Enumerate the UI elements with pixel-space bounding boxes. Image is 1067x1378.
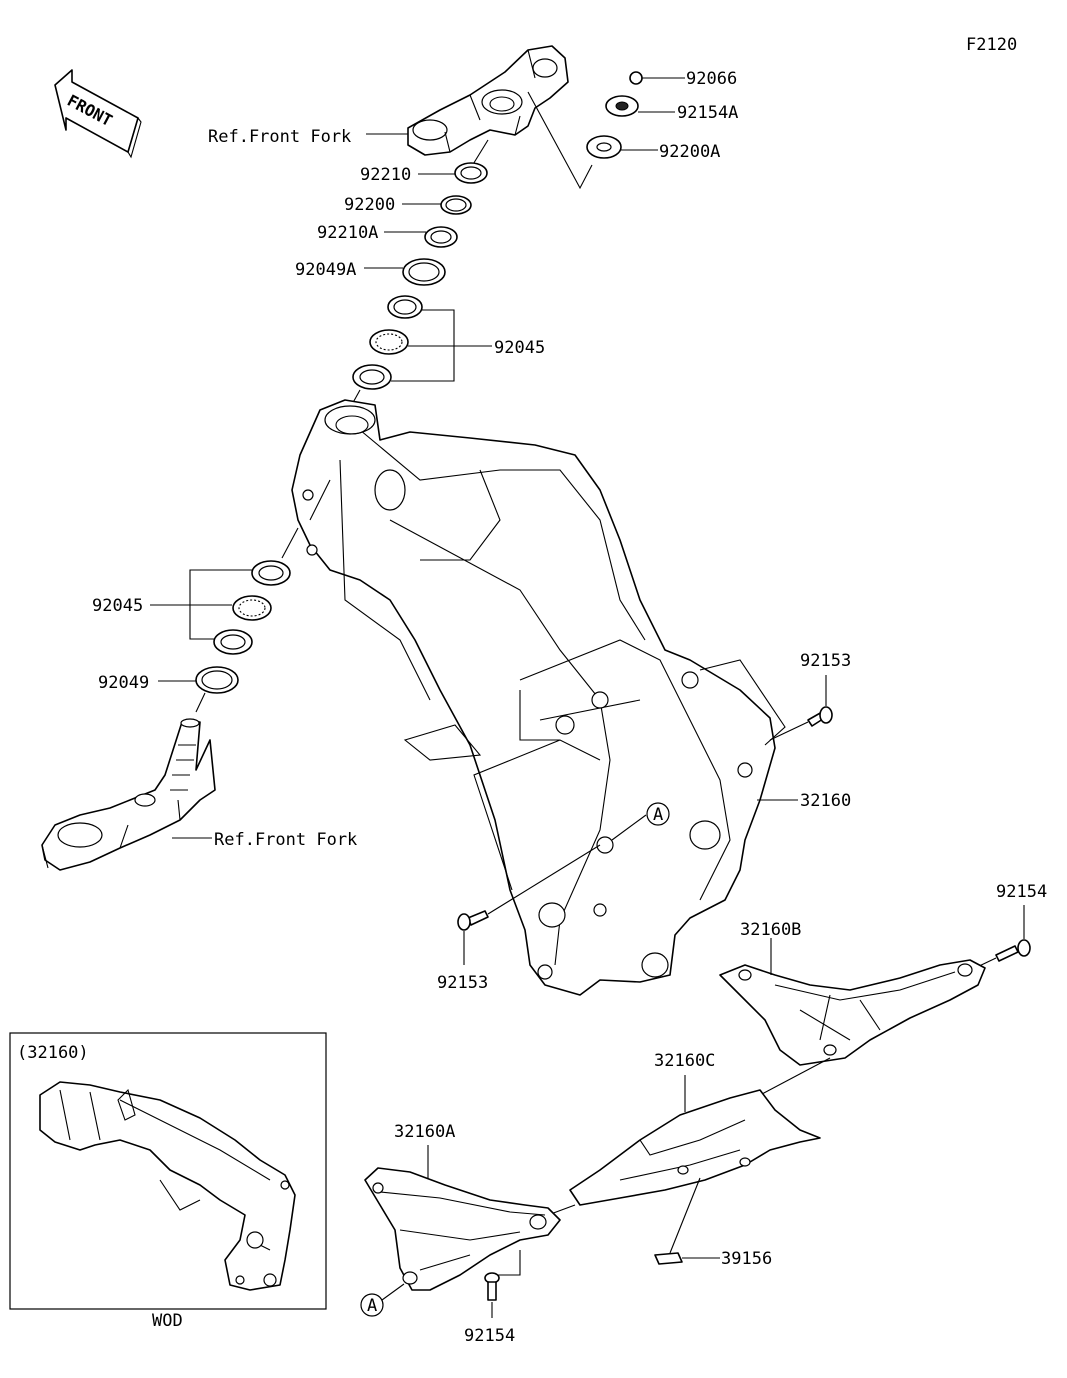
washer-92200A <box>527 91 658 190</box>
ref-a-bracket-text: A <box>367 1296 377 1316</box>
bearing-set-92045-upper <box>349 295 492 409</box>
bracket-32160B <box>719 959 986 1066</box>
bracket-32160C <box>569 1089 821 1206</box>
label-32160B: 32160B <box>740 920 801 940</box>
bolt-92154-bottom <box>484 1250 521 1318</box>
front-arrow-icon: FRONT <box>54 69 142 159</box>
washer-92200 <box>402 195 472 215</box>
main-frame <box>291 399 776 996</box>
bolt-92153-left <box>457 739 601 965</box>
ref-a-frame-text: A <box>653 805 663 825</box>
label-92045-lower: 92045 <box>92 596 143 616</box>
nut-92154A <box>605 95 675 117</box>
label-ref-front-fork-bottom: Ref.Front Fork <box>214 830 357 850</box>
label-92210: 92210 <box>360 165 411 185</box>
pad-39156 <box>654 1177 720 1265</box>
label-32160C: 32160C <box>654 1051 715 1071</box>
inset-caption: WOD <box>152 1311 183 1331</box>
label-92049: 92049 <box>98 673 149 693</box>
ref-a-frame: A <box>611 802 670 841</box>
label-92154-bottom: 92154 <box>464 1326 515 1346</box>
label-92153-right: 92153 <box>800 651 851 671</box>
ref-a-bracket: A <box>360 1283 405 1317</box>
bolt-92153-right <box>769 675 833 741</box>
seal-92049A <box>364 258 446 286</box>
nut-92210A <box>384 226 458 248</box>
label-39156: 39156 <box>721 1249 772 1269</box>
label-92154-right: 92154 <box>996 882 1047 902</box>
figure-code: F2120 <box>966 35 1017 55</box>
variant-inset: (32160) WOD <box>9 1032 327 1331</box>
bearing-set-92045-lower <box>150 560 291 655</box>
cap-92066 <box>629 71 685 85</box>
label-92153-left: 92153 <box>437 973 488 993</box>
label-92066: 92066 <box>686 69 737 89</box>
label-92049A: 92049A <box>295 260 356 280</box>
label-32160A: 32160A <box>394 1122 455 1142</box>
bolt-92154-right <box>974 905 1031 969</box>
inset-title: (32160) <box>17 1043 89 1063</box>
bracket-32160A <box>364 1167 561 1291</box>
lower-triple-clamp <box>41 718 216 871</box>
inset-frame <box>39 1081 296 1291</box>
label-ref-front-fork-top: Ref.Front Fork <box>208 127 351 147</box>
label-32160: 32160 <box>800 791 851 811</box>
label-92210A: 92210A <box>317 223 378 243</box>
upper-triple-clamp <box>407 45 569 156</box>
label-92200: 92200 <box>344 195 395 215</box>
label-92200A: 92200A <box>659 142 720 162</box>
label-92045-upper: 92045 <box>494 338 545 358</box>
nut-92210 <box>418 162 488 184</box>
seal-92049 <box>158 666 239 713</box>
label-92154A: 92154A <box>677 103 738 123</box>
